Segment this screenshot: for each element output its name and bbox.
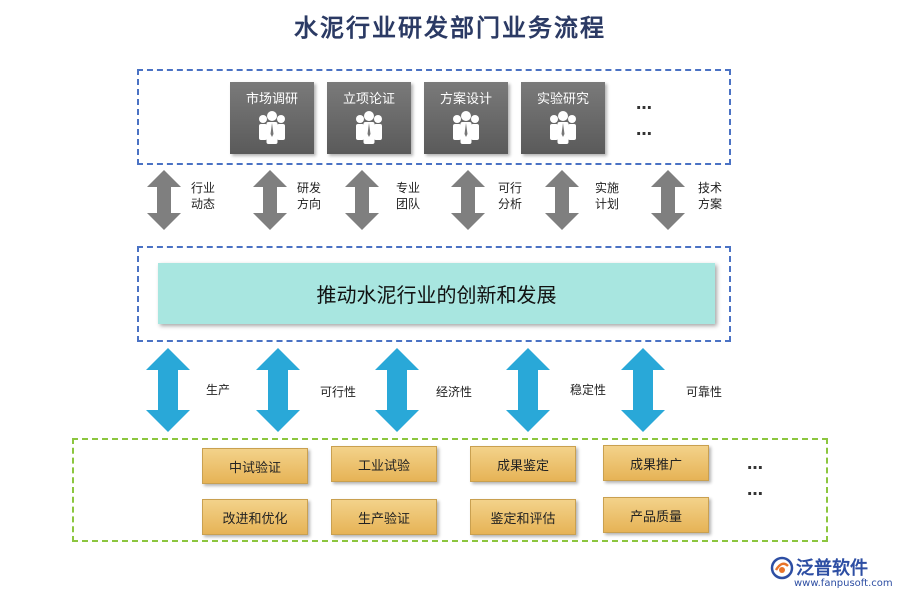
department-label: 方案设计: [439, 92, 492, 107]
result-achievement-promotion[interactable]: 成果推广: [603, 445, 709, 481]
result-appraisal-evaluation[interactable]: 鉴定和评估: [470, 499, 576, 535]
link-label-implementation-plan: 实施 计划: [595, 181, 620, 211]
results-area: [72, 438, 828, 542]
people-group-icon: [550, 111, 576, 144]
result-achievement-appraisal[interactable]: 成果鉴定: [470, 446, 576, 482]
logo-name: 泛普软件: [796, 558, 868, 579]
more-ellipsis: …: [636, 94, 653, 113]
result-pilot-verification[interactable]: 中试验证: [202, 448, 308, 484]
double-arrow-icon: [506, 348, 550, 432]
page-title: 水泥行业研发部门业务流程: [294, 14, 606, 42]
double-arrow-icon: [451, 170, 485, 230]
result-production-verification[interactable]: 生产验证: [331, 499, 437, 535]
more-ellipsis: …: [636, 120, 653, 139]
link-label-rd-direction: 研发 方向: [297, 181, 322, 211]
department-project-approval[interactable]: 立项论证: [327, 82, 411, 154]
link-label-reliability: 可靠性: [686, 385, 723, 399]
double-arrow-icon: [147, 170, 181, 230]
result-product-quality[interactable]: 产品质量: [603, 497, 709, 533]
link-label-stability: 稳定性: [570, 383, 607, 397]
double-arrow-icon: [651, 170, 685, 230]
goal-area: [137, 246, 731, 342]
logo-mark-icon: [770, 556, 794, 580]
link-label-economy: 经济性: [436, 385, 473, 399]
link-label-production: 生产: [206, 383, 231, 397]
double-arrow-icon: [545, 170, 579, 230]
more-ellipsis: …: [747, 480, 764, 499]
double-arrow-icon: [375, 348, 419, 432]
link-label-professional-team: 专业 团队: [396, 181, 421, 211]
double-arrow-icon: [253, 170, 287, 230]
double-arrow-icon: [345, 170, 379, 230]
department-experimental-research[interactable]: 实验研究: [521, 82, 605, 154]
department-label: 市场调研: [245, 92, 298, 107]
double-arrow-icon: [256, 348, 300, 432]
result-improvement-optimization[interactable]: 改进和优化: [202, 499, 308, 535]
double-arrow-icon: [621, 348, 665, 432]
people-group-icon: [453, 111, 479, 144]
link-label-feasibility-analysis: 可行 分析: [498, 181, 523, 211]
double-arrow-icon: [146, 348, 190, 432]
link-label-feasibility: 可行性: [320, 385, 357, 399]
link-label-technical-plan: 技术 方案: [698, 181, 723, 211]
result-industrial-test[interactable]: 工业试验: [331, 446, 437, 482]
department-plan-design[interactable]: 方案设计: [424, 82, 508, 154]
goal-banner: 推动水泥行业的创新和发展: [158, 263, 715, 324]
people-group-icon: [259, 111, 285, 144]
brand-logo: 泛普软件 www.fanpusoft.com: [770, 554, 895, 594]
department-market-research[interactable]: 市场调研: [230, 82, 314, 154]
people-group-icon: [356, 111, 382, 144]
logo-url: www.fanpusoft.com: [794, 578, 893, 589]
department-area: [137, 69, 731, 165]
more-ellipsis: …: [747, 454, 764, 473]
link-label-industry-trends: 行业 动态: [191, 181, 216, 211]
department-label: 实验研究: [536, 92, 589, 107]
department-label: 立项论证: [342, 92, 395, 107]
